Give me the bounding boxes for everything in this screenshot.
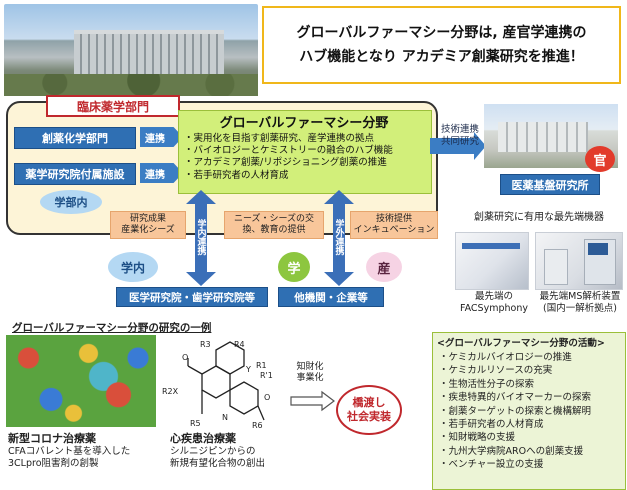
activity-item: ・ベンチャー設立の支援	[439, 459, 544, 471]
orange-box-incubation: 技術提供 インキュベーション	[350, 211, 438, 239]
orange-box-needs-line1: ニーズ・シーズの交	[233, 214, 315, 224]
nibiohn-building-photo	[484, 104, 618, 168]
heart-line2: 新規有望化合物の創出	[170, 458, 266, 469]
bridge-line2: 社会実装	[347, 410, 391, 423]
activity-item: ・若手研究者の人材育成	[439, 419, 544, 431]
gakunai-circle: 学内	[108, 252, 158, 282]
orange-box-incubation-line1: 技術提供	[375, 214, 412, 224]
equip-screen	[588, 243, 608, 255]
chem-label-y: Y	[245, 365, 251, 374]
equip-box	[544, 249, 568, 285]
external-link-arrow	[324, 190, 354, 286]
chem-label-n: N	[222, 413, 228, 422]
facs-caption: 最先端の FACSymphony	[458, 291, 530, 315]
ip-label-line2: 事業化	[296, 373, 324, 383]
gov-badge: 官	[585, 146, 615, 172]
covid-caption: 新型コロナ治療薬 CFAコバレント基を導入した 3CLpro阻害剤の創製	[8, 430, 168, 470]
chem-label-r6: R6	[252, 421, 263, 430]
link-arrow-2: 連携	[140, 163, 183, 183]
tech-link-arrow	[430, 132, 486, 160]
bullet-item: ・バイオロジーとケミストリーの融合のハブ機能	[184, 145, 393, 157]
facs-caption-line1: 最先端の	[474, 291, 513, 302]
chem-label-r2x: R2X	[162, 387, 179, 396]
internal-link-arrow	[186, 190, 216, 286]
other-orgs-box: 他機関・企業等	[278, 287, 384, 307]
commercialization-arrow	[290, 390, 335, 412]
global-pharmacy-title: グローバルファーマシー分野	[219, 116, 389, 131]
orange-box-needs-line2: 換、教育の提供	[242, 225, 306, 235]
chem-label-r1: R1	[256, 361, 267, 370]
link-arrow-1: 連携	[140, 127, 183, 147]
activity-item: ・知財戦略の支援	[439, 432, 516, 444]
drug-chem-box: 創薬化学部門	[14, 127, 136, 149]
headline-line1: グローバルファーマシー分野は, 産官学連携の	[296, 25, 587, 41]
heart-caption: 心疾患治療薬 シルニジピンからの 新規有望化合物の創出	[170, 430, 320, 470]
equipment-title: 創薬研究に有用な最先端機器	[474, 212, 604, 223]
activity-item: ・疾患特異的バイオマーカーの探索	[439, 392, 592, 404]
protein-structure-image	[6, 335, 156, 427]
covid-line1: CFAコバレント基を導入した	[8, 446, 131, 457]
medical-dental-box: 医学研究院・歯学研究院等	[116, 287, 268, 307]
tech-link-label: 技術連携 共同研究	[430, 124, 490, 148]
global-pharmacy-bullets: ・実用化を目指す創薬研究、産学連携の拠点 ・バイオロジーとケミストリーの融合のハ…	[184, 133, 428, 182]
orange-box-incubation-line2: インキュベーション	[353, 225, 435, 235]
orange-box-needs: ニーズ・シーズの交 換、教育の提供	[224, 211, 324, 239]
orange-box-seeds-line2: 産業化シーズ	[121, 225, 175, 235]
tech-link-line1: 技術連携	[440, 124, 479, 135]
internal-link-label: 学内連携	[195, 219, 206, 255]
ms-analyzer-image	[535, 232, 623, 290]
chem-label-r5: R5	[190, 419, 201, 428]
building-shape	[74, 30, 224, 78]
ip-label-line1: 知財化	[296, 362, 324, 372]
dept-title: 臨床薬学部門	[46, 95, 180, 117]
facs-caption-line2: FACSymphony	[460, 303, 528, 314]
headline-box: グローバルファーマシー分野は, 産官学連携の ハブ機能となり アカデミア創薬研究…	[262, 6, 621, 84]
covid-line2: 3CLpro阻害剤の創製	[8, 458, 99, 469]
orange-box-seeds: 研究成果 産業化シーズ	[110, 211, 186, 239]
global-pharmacy-panel	[178, 110, 432, 194]
tech-link-line2: 共同研究	[440, 136, 479, 147]
ms-caption-line1: 最先端MS解析装置	[539, 291, 621, 302]
heart-line1: シルニジピンからの	[170, 446, 256, 457]
ms-caption: 最先端MS解析装置 (国内一解析拠点)	[534, 291, 626, 315]
examples-title: グローバルファーマシー分野の研究の一例	[12, 322, 212, 334]
campus-building-photo	[4, 4, 258, 96]
activities-panel: <グローバルファーマシー分野の活動> ・ケミカルバイオロジーの推進 ・ケミカルリ…	[432, 332, 626, 490]
external-link-label: 学外連携	[333, 219, 344, 255]
gaku-circle: 学	[278, 252, 310, 282]
ip-label: 知財化 事業化	[288, 362, 332, 384]
activity-item: ・ケミカルバイオロジーの推進	[439, 352, 572, 363]
faculty-ellipse: 学部内	[40, 190, 102, 214]
pharma-institute-box: 薬学研究院付属施設	[14, 163, 136, 185]
headline-line2: ハブ機能となり アカデミア創薬研究を推進！	[299, 49, 584, 65]
trees-shape	[4, 74, 258, 96]
equip-stripe	[462, 243, 520, 249]
chemical-structure: R3 R4 R'1 R1 Y R2X O O N R5 R6	[162, 340, 273, 430]
chem-label-r1p: R'1	[260, 371, 273, 380]
activity-item: ・ケミカルリソースの充実	[439, 365, 553, 377]
orange-box-seeds-line1: 研究成果	[129, 214, 166, 224]
bullet-item: ・アカデミア創薬/リポジショニング創薬の推進	[184, 157, 387, 169]
chem-label-r4: R4	[234, 340, 245, 349]
activity-item: ・生物活性分子の探索	[439, 378, 535, 390]
bullet-item: ・若手研究者の人材育成	[184, 169, 289, 181]
chem-label-r3: R3	[200, 340, 211, 349]
activity-item: ・創薬ターゲットの探索と機構解明	[439, 405, 592, 417]
san-circle: 産	[366, 252, 402, 282]
bridge-ellipse: 橋渡し 社会実装	[336, 385, 402, 435]
activity-item: ・九州大学病院AROへの創薬支援	[439, 445, 584, 457]
chem-label-o1: O	[182, 353, 188, 362]
heart-title: 心疾患治療薬	[170, 432, 236, 445]
chem-label-o2: O	[264, 393, 270, 402]
covid-title: 新型コロナ治療薬	[8, 432, 96, 445]
nibiohn-box: 医薬基盤研究所	[500, 174, 600, 195]
bridge-line1: 橋渡し	[352, 396, 386, 409]
activities-title: <グローバルファーマシー分野の活動>	[437, 338, 605, 349]
ms-caption-line2: (国内一解析拠点)	[543, 303, 617, 314]
gov-building-shape	[498, 122, 588, 152]
bullet-item: ・実用化を目指す創薬研究、産学連携の拠点	[184, 133, 375, 144]
facsymphony-image	[455, 232, 529, 290]
